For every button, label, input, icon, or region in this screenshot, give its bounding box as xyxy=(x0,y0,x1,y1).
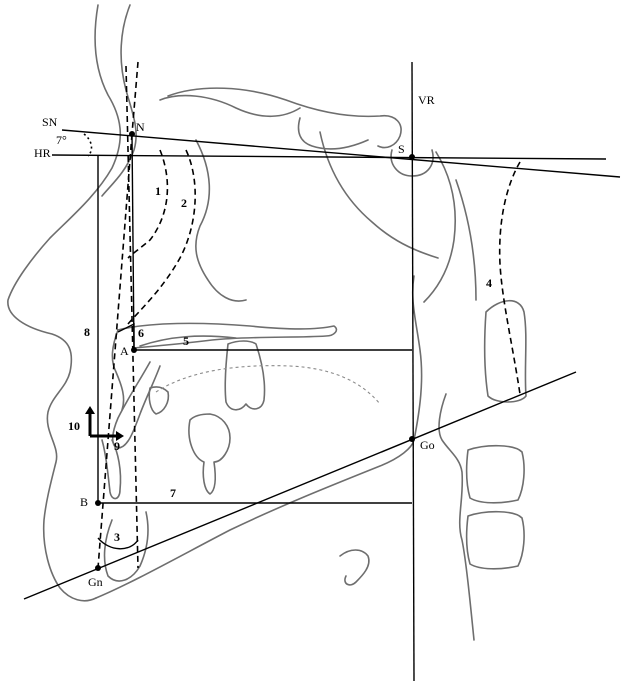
zygoma-contour xyxy=(159,94,301,118)
go-label: Go xyxy=(420,438,435,452)
mandible-body xyxy=(95,439,415,599)
gn-label: Gn xyxy=(88,575,103,589)
measure-7-label: 7 xyxy=(170,486,176,500)
measure-2-label: 2 xyxy=(181,196,187,210)
anatomical-outlines xyxy=(7,4,527,641)
cranial-base xyxy=(167,87,402,149)
measure-6-label: 6 xyxy=(138,326,144,340)
measure-1 xyxy=(127,149,169,259)
orbit-floor xyxy=(195,139,247,302)
symphysis-inner xyxy=(103,511,149,582)
nasal-bone xyxy=(101,4,137,197)
angle-label: 7° xyxy=(56,133,67,147)
mandibular-plane xyxy=(23,371,577,600)
vertebra-c3 xyxy=(465,444,525,504)
s-label: S xyxy=(398,142,405,156)
sn-angle-arc xyxy=(83,133,93,157)
upper-molar xyxy=(224,340,266,411)
measure-10-label: 10 xyxy=(68,419,80,433)
n-perp-dash-2 xyxy=(131,61,139,135)
chin-arc-3 xyxy=(97,537,139,550)
measure-3-label: 3 xyxy=(114,530,120,544)
go-point xyxy=(409,436,415,442)
a-label: A xyxy=(120,344,129,358)
n-a-line xyxy=(131,133,135,351)
lower-molar xyxy=(188,413,231,495)
tongue-dorsum xyxy=(155,365,381,405)
b-label: B xyxy=(80,495,88,509)
measure-10-arrowhead xyxy=(85,406,95,414)
clivus xyxy=(423,151,456,303)
n-perp-dash xyxy=(125,65,139,569)
hr-label: HR xyxy=(34,146,51,160)
measure-8-label: 8 xyxy=(84,325,90,339)
measure-1-label: 1 xyxy=(155,184,161,198)
a-point-angle xyxy=(117,322,135,350)
sn-line xyxy=(61,129,621,178)
s-point xyxy=(409,154,415,160)
vertebra-c2 xyxy=(483,299,527,403)
measure-4-label: 4 xyxy=(486,276,492,290)
b-point xyxy=(95,500,101,506)
text-labels: SN HR 7° N S VR A B Gn Go 1 2 3 4 5 6 7 … xyxy=(34,93,492,589)
soft-tissue-profile xyxy=(7,4,122,602)
n-point xyxy=(129,131,135,137)
measure-4 xyxy=(498,161,521,395)
a-point xyxy=(131,347,137,353)
hard-palate xyxy=(117,322,338,349)
maxilla-anterior xyxy=(111,329,125,411)
sn-label: SN xyxy=(42,115,58,129)
lower-lip xyxy=(139,335,237,347)
hyoid xyxy=(339,549,370,586)
pharynx-posterior xyxy=(455,179,477,301)
measure-9-label: 9 xyxy=(114,439,120,453)
pterygoid xyxy=(319,131,439,259)
measure-2 xyxy=(127,149,196,325)
upper-incisor xyxy=(111,361,161,449)
reference-lines xyxy=(23,61,621,681)
landmarks xyxy=(95,131,415,571)
vertebra-c4 xyxy=(465,510,525,570)
sphenoid-sinus xyxy=(297,117,369,150)
n-b-line xyxy=(97,133,133,569)
vr-label: VR xyxy=(418,93,435,107)
measure-5-label: 5 xyxy=(183,334,189,348)
cervical-anterior xyxy=(438,393,475,641)
measure-9-arrowhead xyxy=(116,431,124,441)
premolar xyxy=(148,386,170,415)
gn-point xyxy=(95,565,101,571)
hr-line xyxy=(51,154,607,160)
mandible-ramus xyxy=(411,275,423,441)
vr-line xyxy=(411,61,415,681)
n-label: N xyxy=(136,120,145,134)
